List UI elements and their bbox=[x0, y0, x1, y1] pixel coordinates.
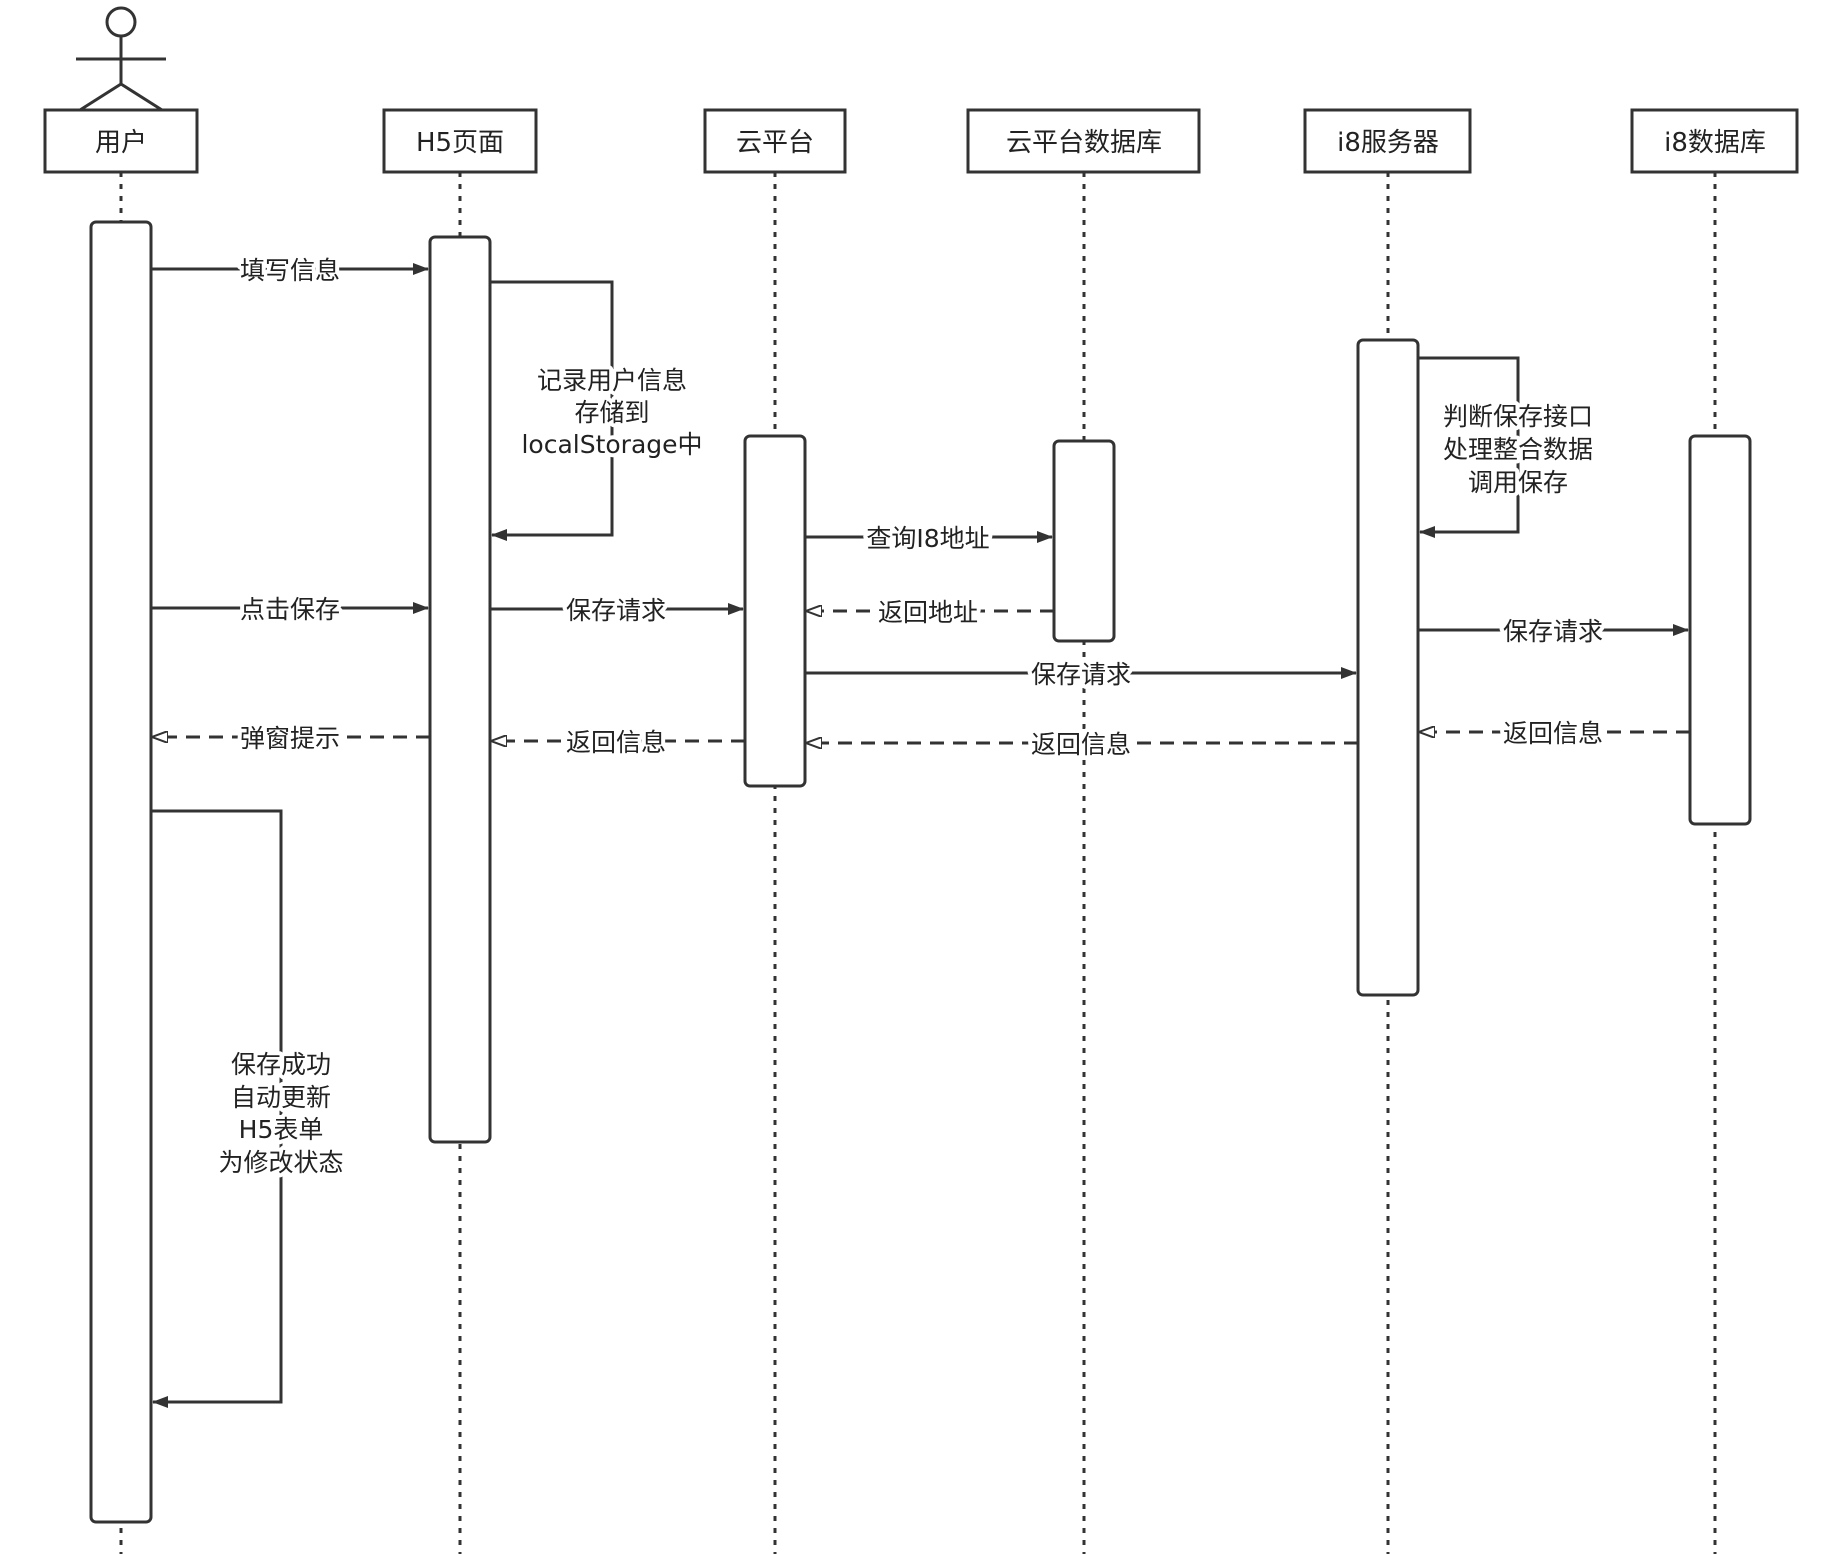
message-label: 返回信息 bbox=[1031, 730, 1131, 759]
activation-bar-user bbox=[89, 220, 153, 1524]
self-message-user bbox=[151, 809, 283, 1408]
note-line: 记录用户信息 bbox=[537, 366, 687, 395]
note-line: 调用保存 bbox=[1468, 468, 1568, 497]
message-label: 弹窗提示 bbox=[240, 724, 340, 753]
message-label: 点击保存 bbox=[240, 595, 340, 624]
participant-box-h5 bbox=[382, 108, 538, 174]
message-label: 填写信息 bbox=[240, 256, 340, 285]
activation-bar-h5 bbox=[428, 235, 492, 1144]
note-line: 存储到 bbox=[574, 398, 649, 427]
message-label: 保存请求 bbox=[1503, 617, 1603, 646]
message-label: 返回地址 bbox=[878, 598, 978, 627]
participant-label: i8服务器 bbox=[1337, 128, 1439, 158]
self-message-h5 bbox=[490, 280, 614, 541]
activation-bar-cloud bbox=[743, 434, 807, 788]
participant-label: H5页面 bbox=[416, 128, 504, 158]
note-line: 判断保存接口 bbox=[1443, 402, 1593, 431]
participant-box-user bbox=[43, 108, 199, 174]
message-label: 返回信息 bbox=[566, 728, 666, 757]
participant-box-i8db bbox=[1630, 108, 1799, 174]
participant-label: 云平台 bbox=[736, 128, 814, 158]
activation-bar-i8db bbox=[1688, 434, 1752, 826]
actor-user-icon bbox=[76, 6, 166, 112]
note-line: H5表单 bbox=[239, 1115, 324, 1144]
participant-box-i8 bbox=[1303, 108, 1472, 174]
activation-bar-clouddb bbox=[1052, 439, 1116, 643]
participant-box-clouddb bbox=[966, 108, 1201, 174]
note-line: 自动更新 bbox=[231, 1083, 331, 1112]
message-label: 保存请求 bbox=[566, 596, 666, 625]
message-label: 返回信息 bbox=[1503, 719, 1603, 748]
note-line: 为修改状态 bbox=[218, 1148, 343, 1177]
participant-label: i8数据库 bbox=[1664, 128, 1766, 158]
participant-label: 云平台数据库 bbox=[1006, 128, 1162, 158]
activation-bar-i8 bbox=[1356, 338, 1420, 997]
participant-label: 用户 bbox=[95, 128, 147, 158]
note-line: localStorage中 bbox=[521, 430, 702, 459]
message-label: 保存请求 bbox=[1031, 660, 1131, 689]
note-line: 保存成功 bbox=[231, 1050, 331, 1079]
participant-box-cloud bbox=[703, 108, 847, 174]
self-message-i8 bbox=[1418, 356, 1520, 538]
message-label: 查询I8地址 bbox=[866, 524, 989, 553]
note-line: 处理整合数据 bbox=[1443, 435, 1593, 464]
